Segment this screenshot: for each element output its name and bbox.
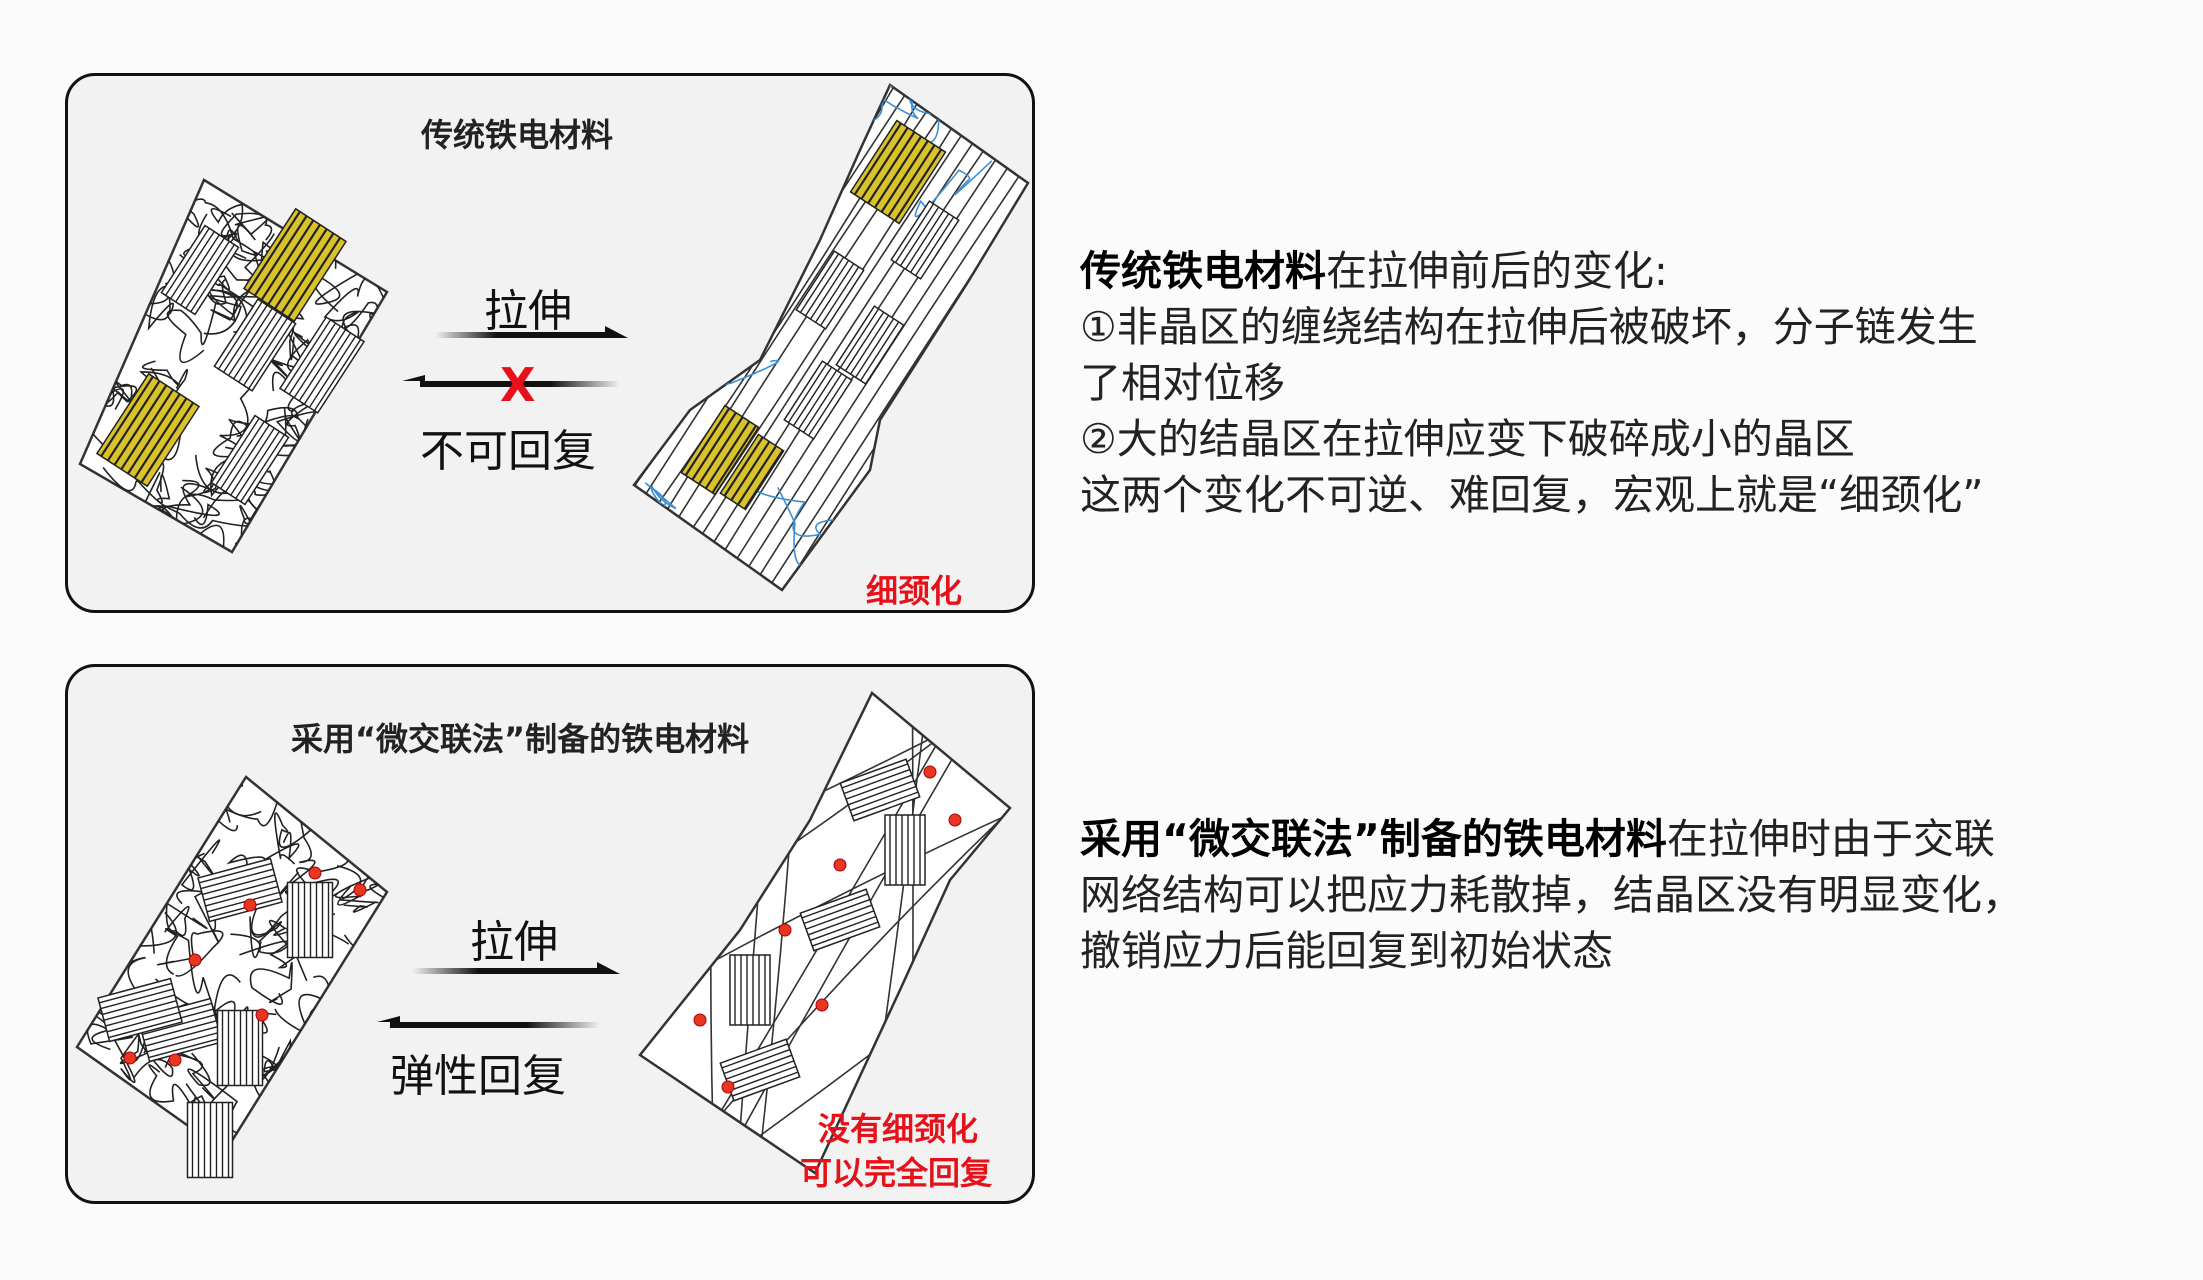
recover-arrow-left: [402, 375, 620, 387]
lamella: [97, 977, 183, 1043]
lamella: [890, 200, 960, 280]
desc-text: 了相对位移: [1080, 359, 1285, 407]
desc-text: 撤销应力后能回复到初始状态: [1080, 927, 1613, 975]
full-recovery-label: 可以完全回复: [800, 1154, 993, 1192]
desc-text: ②大的结晶区在拉伸应变下破碎成小的晶区: [1080, 415, 1855, 463]
irreversible-x-mark: X: [500, 358, 536, 412]
crosslink-point: [833, 858, 847, 872]
desc-text: 这两个变化不可逆、难回复，宏观上就是“细颈化”: [1080, 471, 1984, 519]
lamella: [783, 360, 853, 440]
lamella: [278, 316, 366, 414]
crystal-region: [719, 433, 785, 511]
lamella: [210, 414, 290, 506]
crosslink-point: [923, 765, 937, 779]
elastic-recover-arrow-left: [377, 1016, 600, 1028]
lamella: [795, 250, 865, 330]
elastic-recover-label: 弹性回复: [390, 1051, 566, 1102]
lamella: [186, 1101, 234, 1179]
crosslink-point: [721, 1080, 735, 1094]
crosslink-point: [188, 953, 202, 967]
crosslinked-description: 采用“微交联法”制备的铁电材料在拉伸时由于交联 网络结构可以把应力耗散掉，结晶区…: [1080, 811, 2023, 979]
crystal-region: [95, 372, 201, 488]
desc-text: ①非晶区的缠绕结构在拉伸后被破坏，分子链发生: [1080, 303, 1978, 351]
lamella: [799, 888, 881, 952]
traditional-description: 传统铁电材料在拉伸前后的变化: ①非晶区的缠绕结构在拉伸后被破坏，分子链发生 了…: [1080, 243, 1983, 523]
crosslink-point: [308, 866, 322, 880]
crosslink-point: [168, 1053, 182, 1067]
lamella: [835, 305, 905, 385]
crystal-region: [849, 119, 947, 225]
lamella: [839, 758, 921, 822]
crosslink-point: [948, 813, 962, 827]
desc-text: 在拉伸前后的变化:: [1326, 247, 1668, 295]
stretch-label: 拉伸: [470, 917, 558, 968]
desc-bold-title: 传统铁电材料: [1080, 247, 1326, 295]
panel1-title: 传统铁电材料: [421, 116, 614, 154]
lamella: [884, 814, 926, 886]
lamella: [286, 881, 334, 959]
stretch-arrow-right: [412, 962, 620, 974]
desc-text: 网络结构可以把应力耗散掉，结晶区没有明显变化，: [1080, 871, 2023, 919]
crosslink-point: [243, 898, 257, 912]
crosslink-point: [123, 1051, 137, 1065]
desc-text: 在拉伸时由于交联: [1666, 815, 1995, 863]
necking-label: 细颈化: [866, 572, 963, 610]
desc-bold-title: 采用“微交联法”制备的铁电材料: [1080, 815, 1667, 863]
crosslink-point: [255, 1008, 269, 1022]
lamella: [729, 954, 771, 1026]
crosslink-point: [693, 1013, 707, 1027]
no-necking-label: 没有细颈化: [818, 1110, 979, 1148]
crosslink-point: [815, 998, 829, 1012]
panel2-title: 采用“微交联法”制备的铁电材料: [291, 720, 750, 758]
crosslink-point: [353, 883, 367, 897]
unstretched-crosslinked-sample: [75, 775, 389, 1154]
crystal-region: [242, 207, 348, 323]
crosslink-point: [778, 923, 792, 937]
recover-label: 不可回复: [420, 426, 596, 477]
lamella: [216, 1009, 264, 1087]
stretch-arrow-right: [435, 326, 628, 338]
lamella: [160, 224, 240, 316]
stretch-label: 拉伸: [484, 286, 572, 337]
lamella: [213, 298, 297, 392]
crystal-region: [680, 404, 760, 496]
